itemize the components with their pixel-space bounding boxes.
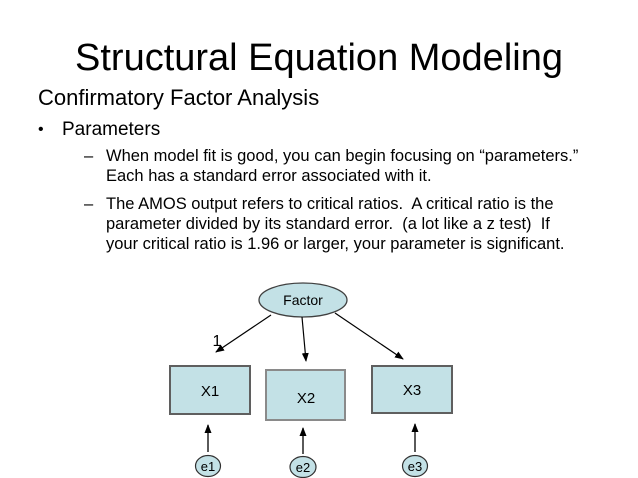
- e3-label: e3: [408, 459, 422, 474]
- slide-subtitle: Confirmatory Factor Analysis: [38, 85, 320, 110]
- sub-bullet-text: When model fit is good, you can begin fo…: [106, 147, 579, 185]
- sub-bullet-critical-ratios: – The AMOS output refers to critical rat…: [84, 194, 618, 254]
- x1-box: [169, 365, 251, 415]
- x2-box: [265, 369, 346, 421]
- e1-ellipse: [194, 454, 222, 478]
- dash-icon: –: [84, 147, 94, 165]
- x2-label: X2: [297, 390, 315, 407]
- e2-label: e2: [296, 460, 310, 475]
- e3-ellipse: [401, 454, 429, 478]
- x3-label: X3: [403, 382, 421, 399]
- factor-to-x1-arrow: [215, 314, 272, 353]
- bullet-icon: •: [38, 121, 44, 138]
- slide-title: Structural Equation Modeling: [75, 37, 563, 79]
- e1-label: e1: [201, 459, 215, 474]
- x3-box: [371, 365, 453, 414]
- sub-bullet-model-fit: – When model fit is good, you can begin …: [84, 146, 618, 186]
- sub-bullet-text: The AMOS output refers to critical ratio…: [106, 195, 565, 253]
- dash-icon: –: [84, 195, 94, 213]
- x1-label: X1: [201, 383, 219, 400]
- loading-1-label: 1: [213, 333, 222, 350]
- bullet-text: Parameters: [62, 119, 161, 140]
- factor-ellipse: [258, 282, 348, 318]
- bullet-item-parameters: • Parameters: [38, 118, 160, 142]
- factor-to-x2-arrow: [301, 316, 309, 362]
- factor-to-x3-arrow: [334, 312, 404, 360]
- factor-label: Factor: [283, 292, 323, 308]
